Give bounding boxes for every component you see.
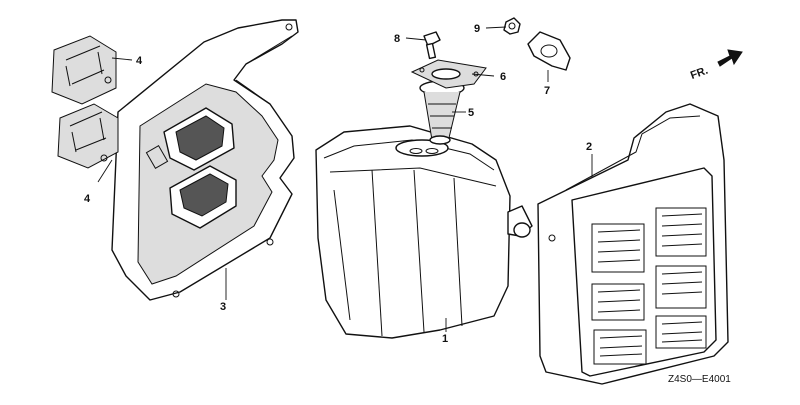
- callout-5: 5: [468, 107, 474, 119]
- callout-6: 6: [500, 71, 506, 83]
- muffler-cover-part-2: [537, 103, 729, 385]
- bolt-part-8: [423, 31, 441, 60]
- callout-4-upper: 4: [136, 55, 143, 67]
- callout-9: 9: [474, 23, 480, 35]
- callout-7: 7: [544, 85, 550, 97]
- gasket-part-6: [410, 59, 487, 89]
- front-direction-indicator: FR.: [689, 49, 743, 82]
- nut-part-9: [503, 17, 521, 35]
- direction-label: FR.: [689, 65, 710, 82]
- callout-2: 2: [586, 141, 592, 153]
- muffler-body-part-1: [315, 125, 533, 339]
- cover-slat-grid: [591, 207, 707, 365]
- callout-8: 8: [394, 33, 400, 45]
- insulator-upper-part-4: [51, 35, 117, 105]
- callout-3: 3: [220, 301, 226, 313]
- front-arrow-icon: [717, 49, 743, 67]
- insulator-lower-part-4: [57, 103, 119, 169]
- callout-4-lower: 4: [84, 193, 91, 205]
- gasket-part-7: [527, 31, 571, 71]
- diagram-code: Z4S0—E4001: [668, 374, 731, 385]
- muffler-protector-part-3: [111, 19, 299, 301]
- callout-1: 1: [442, 333, 448, 345]
- callout-leaders: [97, 26, 593, 332]
